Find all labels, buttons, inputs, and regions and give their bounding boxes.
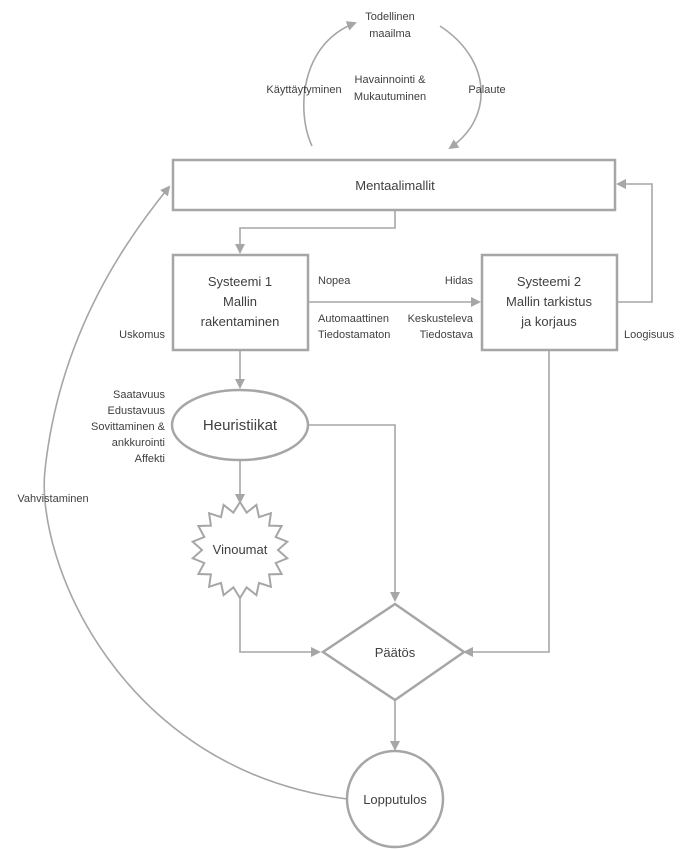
system1-line2: Mallin	[223, 294, 257, 309]
observation-label-line2: Mukautuminen	[354, 91, 426, 103]
world-label-line1: Todellinen	[365, 11, 415, 23]
mental-models-box	[171, 158, 617, 212]
system1-line3: rakentaminen	[201, 314, 280, 329]
heuristics-label: Heuristiikat	[203, 417, 278, 434]
outcome-label: Lopputulos	[363, 792, 427, 807]
system2-line2: Mallin tarkistus	[506, 294, 592, 309]
biases-label: Vinoumat	[213, 542, 268, 557]
logic-label: Loogisuus	[624, 329, 675, 341]
automatic-label: Automaattinen	[318, 313, 389, 325]
heuristic-type-1: Saatavuus	[113, 389, 165, 401]
system1-title: Systeemi 1	[208, 274, 272, 289]
system2-to-models-connector	[616, 179, 653, 303]
observation-label-line1: Havainnointi &	[355, 74, 427, 86]
system1-box	[171, 253, 310, 352]
world-label-line2: maailma	[369, 28, 411, 40]
heuristic-type-5: Affekti	[135, 453, 165, 465]
mental-models-label: Mentaalimallit	[355, 178, 435, 193]
belief-label: Uskomus	[119, 329, 165, 341]
heuristic-type-3: Sovittaminen &	[91, 421, 166, 433]
heuristic-type-4: ankkurointi	[112, 437, 165, 449]
behavior-label: Käyttäytyminen	[266, 84, 341, 96]
conscious-label: Tiedostava	[420, 329, 474, 341]
feedback-label: Palaute	[468, 84, 505, 96]
feedback-arc	[439, 25, 482, 150]
unconscious-label: Tiedostamaton	[318, 329, 390, 341]
fast-label: Nopea	[318, 275, 351, 287]
system2-title: Systeemi 2	[517, 274, 581, 289]
reinforcement-label: Vahvistaminen	[17, 493, 88, 505]
biases-to-decision-connector	[239, 596, 321, 657]
system2-line3: ja korjaus	[520, 314, 577, 329]
heuristics-to-decision-connector	[308, 424, 400, 602]
slow-label: Hidas	[445, 275, 474, 287]
decision-label: Päätös	[375, 645, 416, 660]
models-to-system1-connector	[235, 210, 396, 254]
behavior-arc	[303, 21, 357, 147]
system2-box	[480, 253, 619, 352]
system2-to-decision-connector	[463, 350, 550, 657]
deliberative-label: Keskusteleva	[408, 313, 474, 325]
heuristic-type-2: Edustavuus	[108, 405, 166, 417]
reinforcement-arc	[43, 185, 348, 800]
